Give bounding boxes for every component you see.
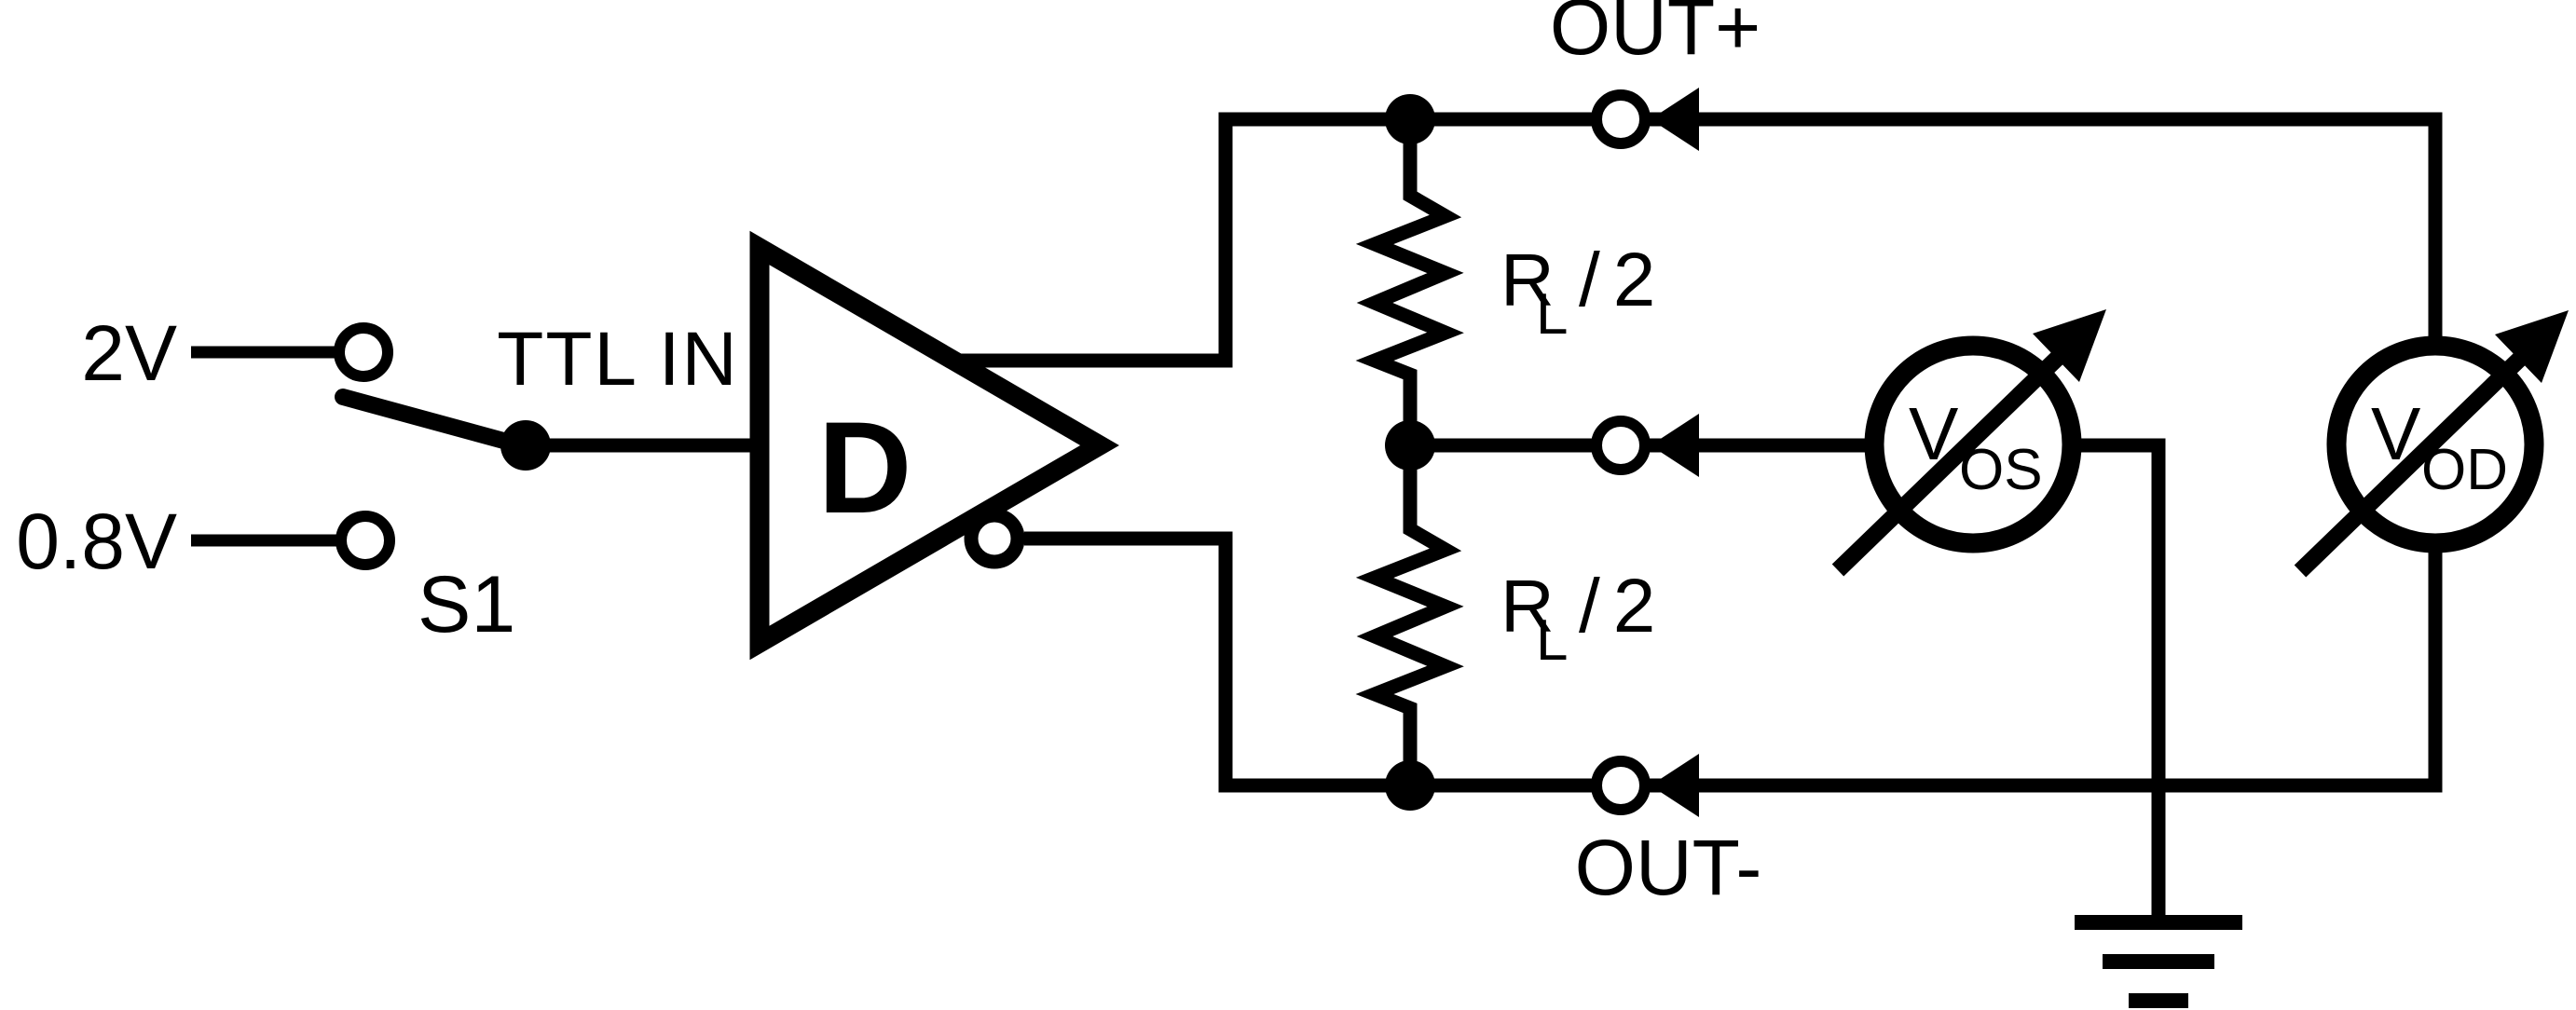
terminal-mid-node <box>1591 414 1699 477</box>
switch-arm <box>335 389 536 456</box>
switch-throw-0p8v-terminal <box>336 511 395 570</box>
resistor-rl2-top <box>1355 119 1464 445</box>
resistor-top-label: R L /2 <box>1500 238 1668 347</box>
terminal-out-minus <box>1591 754 1699 817</box>
meter-vod-arrowhead-icon <box>2495 310 2569 383</box>
junction-dot-bottom <box>1385 760 1435 811</box>
source-high-label: 2V <box>81 309 177 397</box>
resistor-top-suffix: /2 <box>1579 238 1668 322</box>
ground-icon <box>2075 915 2242 1008</box>
switch-name-label: S1 <box>418 560 515 649</box>
switch-s1 <box>334 322 551 570</box>
wire-out-plus-rail <box>951 112 2443 445</box>
driver-letter-label: D <box>817 394 911 540</box>
junction-dot-top <box>1385 94 1435 144</box>
meter-vod: V OD <box>2294 310 2569 578</box>
terminal-circle-out-plus <box>1591 89 1651 149</box>
wire-out-minus-rail <box>1024 445 2443 793</box>
out-plus-label: OUT+ <box>1550 0 1761 71</box>
ttl-in-label: TTL IN <box>497 317 739 402</box>
meter-vod-arrow-shaft <box>2294 347 2532 578</box>
terminal-circle-mid <box>1591 416 1651 475</box>
terminal-circle-out-minus <box>1591 756 1651 815</box>
resistor-top-base: R <box>1500 239 1555 321</box>
resistor-bottom-suffix: /2 <box>1579 564 1668 648</box>
arrowhead-out-minus-icon <box>1651 754 1699 817</box>
meter-vos-arrowhead-icon <box>2033 309 2106 382</box>
wires <box>191 112 2443 922</box>
meter-vod-subscript: OD <box>2421 438 2508 502</box>
meter-vos-label: V <box>1909 392 1959 475</box>
out-minus-label: OUT- <box>1575 824 1762 911</box>
junction-dot-mid <box>1385 420 1435 471</box>
meter-vos: V OS <box>1831 309 2106 577</box>
resistor-rl2-bottom <box>1355 445 1464 785</box>
terminal-out-plus <box>1591 88 1699 151</box>
source-low-label: 0.8V <box>16 498 177 585</box>
meter-vod-label: V <box>2371 392 2421 475</box>
meter-vos-subscript: OS <box>1959 438 2043 502</box>
arrowhead-out-plus-icon <box>1651 88 1699 151</box>
meter-vos-arrow-shaft <box>1831 346 2070 577</box>
resistor-top-sub: L <box>1536 282 1568 347</box>
resistor-bottom-base: R <box>1500 565 1555 648</box>
arrowhead-mid-icon <box>1651 414 1699 477</box>
resistor-bottom-sub: L <box>1536 608 1568 673</box>
driver-triangle-icon <box>749 230 1119 661</box>
switch-pivot-dot <box>500 420 551 471</box>
switch-throw-2v-terminal <box>334 322 393 382</box>
resistor-bottom-label: R L /2 <box>1500 564 1668 673</box>
inverting-bubble-icon <box>964 508 1025 569</box>
